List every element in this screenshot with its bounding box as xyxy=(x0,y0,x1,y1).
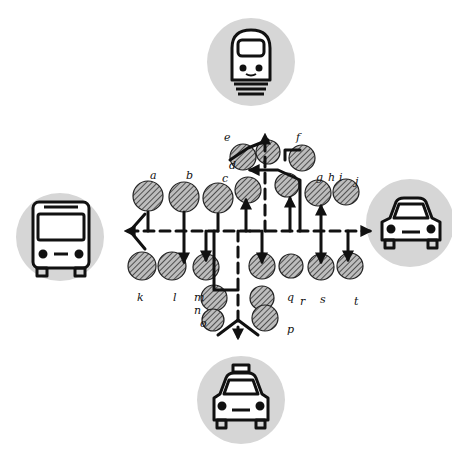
hatched-stops-part xyxy=(128,252,156,280)
flow-arrows-part xyxy=(183,231,186,262)
flow-arrows-part xyxy=(245,200,248,231)
car-icon-part xyxy=(428,240,437,248)
taxi-icon-part xyxy=(224,380,258,394)
taxi-icon-part xyxy=(233,365,249,372)
flow-arrows-part xyxy=(261,231,264,262)
hatched-stops-part xyxy=(279,254,303,278)
point-letter: n xyxy=(194,305,201,316)
point-letter: b xyxy=(186,170,193,181)
point-letter: q xyxy=(287,292,294,303)
point-letter: a xyxy=(150,170,157,181)
point-letter: o xyxy=(200,318,207,329)
mode-circles-part xyxy=(197,356,285,444)
flow-arrows-part xyxy=(250,170,300,231)
hatched-stops xyxy=(128,140,363,331)
point-letter: l xyxy=(173,292,177,303)
hatched-stops-part xyxy=(203,183,233,213)
point-letter: m xyxy=(194,292,204,303)
point-letter: p xyxy=(287,324,294,335)
bus-icon-part xyxy=(44,206,78,209)
train-icon-part xyxy=(257,66,261,70)
flow-arrows xyxy=(126,135,370,338)
train-icon-part xyxy=(238,40,264,56)
hatched-stops-part xyxy=(305,180,331,206)
point-letter: f xyxy=(296,132,300,143)
flow-arrows-part xyxy=(289,198,292,231)
point-letter: c xyxy=(222,173,228,184)
taxi-icon-part xyxy=(257,403,263,409)
point-letter: g xyxy=(316,172,323,183)
flow-arrows-part xyxy=(148,212,218,231)
car-icon-part xyxy=(402,231,420,234)
flow-arrows-part xyxy=(205,231,208,260)
hatched-stops-part xyxy=(169,182,199,212)
flow-arrows-part xyxy=(320,231,323,262)
mode-circles-part xyxy=(366,179,452,267)
taxi-icon-part xyxy=(256,420,265,428)
bus-icon-part xyxy=(37,268,47,276)
flow-arrows-part xyxy=(214,231,238,290)
train-icon-part xyxy=(241,66,245,70)
point-letter: e xyxy=(224,132,231,143)
car-icon xyxy=(382,198,440,248)
flow-arrows-part xyxy=(250,230,370,233)
flow-arrows-part xyxy=(347,231,350,260)
hatched-stops-part xyxy=(252,305,278,331)
car-icon-part xyxy=(382,198,440,240)
hatched-stops-part xyxy=(235,177,261,203)
bus-icon-part xyxy=(76,251,82,257)
flow-arrows-part xyxy=(264,135,267,231)
mode-circles xyxy=(16,18,452,444)
taxi-icon-part xyxy=(219,403,225,409)
hatched-stops-part xyxy=(133,181,163,211)
flow-arrows-part xyxy=(320,206,323,231)
hatched-stops-part xyxy=(337,253,363,279)
flow-arrows-part xyxy=(126,230,250,233)
hatched-stops-part xyxy=(158,252,186,280)
train-icon xyxy=(232,30,270,94)
point-letter: k xyxy=(137,292,144,303)
train-icon-part xyxy=(232,30,270,80)
flow-arrows-part xyxy=(130,214,145,249)
flow-arrows-part xyxy=(230,140,268,160)
bus-icon-part xyxy=(38,214,84,240)
flow-arrows-part xyxy=(218,320,258,335)
point-letter: i xyxy=(339,172,343,183)
bus-icon-part xyxy=(54,253,68,256)
point-letter: h xyxy=(328,172,335,183)
car-icon-part xyxy=(394,204,428,218)
train-icon-part xyxy=(238,93,264,96)
bus-icon-part xyxy=(40,251,46,257)
taxi-icon-part xyxy=(214,373,268,420)
mode-circles-part xyxy=(16,193,104,281)
taxi-icon xyxy=(214,365,268,428)
point-letter: d xyxy=(229,160,236,171)
bus-icon-part xyxy=(33,202,89,268)
car-icon-part xyxy=(388,226,394,232)
point-letter: s xyxy=(320,294,326,305)
point-letter: j xyxy=(355,176,358,187)
car-icon-part xyxy=(385,240,394,248)
flow-arrows-part xyxy=(285,150,300,160)
point-letter: t xyxy=(354,296,358,307)
point-letter: r xyxy=(300,296,305,307)
train-icon-part xyxy=(236,88,266,91)
mode-circles-part xyxy=(207,18,295,106)
car-icon-part xyxy=(428,226,434,232)
bus-icon xyxy=(33,202,89,276)
taxi-icon-part xyxy=(217,420,226,428)
taxi-icon-part xyxy=(232,409,250,412)
bus-icon-part xyxy=(75,268,85,276)
train-icon-part xyxy=(234,83,268,86)
train-icon-part xyxy=(246,74,256,76)
